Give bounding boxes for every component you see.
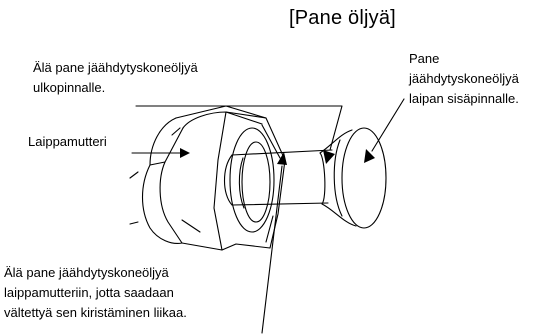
label-oil-inner-surface: Pane jäähdytyskoneöljyä laipan sisäpinna… xyxy=(409,49,519,109)
arrow-nut-thread xyxy=(277,152,287,165)
label-line: jäähdytyskoneöljyä xyxy=(409,71,519,86)
label-line: laipan sisäpinnalle. xyxy=(409,91,519,106)
arrow-inner-surface xyxy=(364,149,375,163)
label-no-oil-flare-nut: Älä pane jäähdytyskoneöljyä laippamutter… xyxy=(4,263,187,323)
label-line: Älä pane jäähdytyskoneöljyä xyxy=(33,60,198,75)
label-no-oil-outer-surface: Älä pane jäähdytyskoneöljyä ulkopinnalle… xyxy=(33,58,198,98)
flare-nut-shape xyxy=(129,105,286,251)
arrow-heads xyxy=(180,148,375,165)
pipe-shape xyxy=(223,149,333,206)
flare-end-shape xyxy=(319,127,387,229)
label-line: Pane xyxy=(409,51,440,66)
label-line: vältettyä sen kiristäminen liikaa. xyxy=(4,305,187,320)
label-flare-nut: Laippamutteri xyxy=(28,134,107,149)
label-line: Älä pane jäähdytyskoneöljyä xyxy=(4,265,169,280)
label-line: ulkopinnalle. xyxy=(33,80,106,95)
arrow-flare-nut xyxy=(180,148,190,158)
arrow-outer-surface xyxy=(323,150,335,164)
diagram-title: [Pane öljyä] xyxy=(289,7,396,29)
label-line: laippamutteriin, jotta saadaan xyxy=(4,285,174,300)
leader-lines xyxy=(131,98,405,334)
